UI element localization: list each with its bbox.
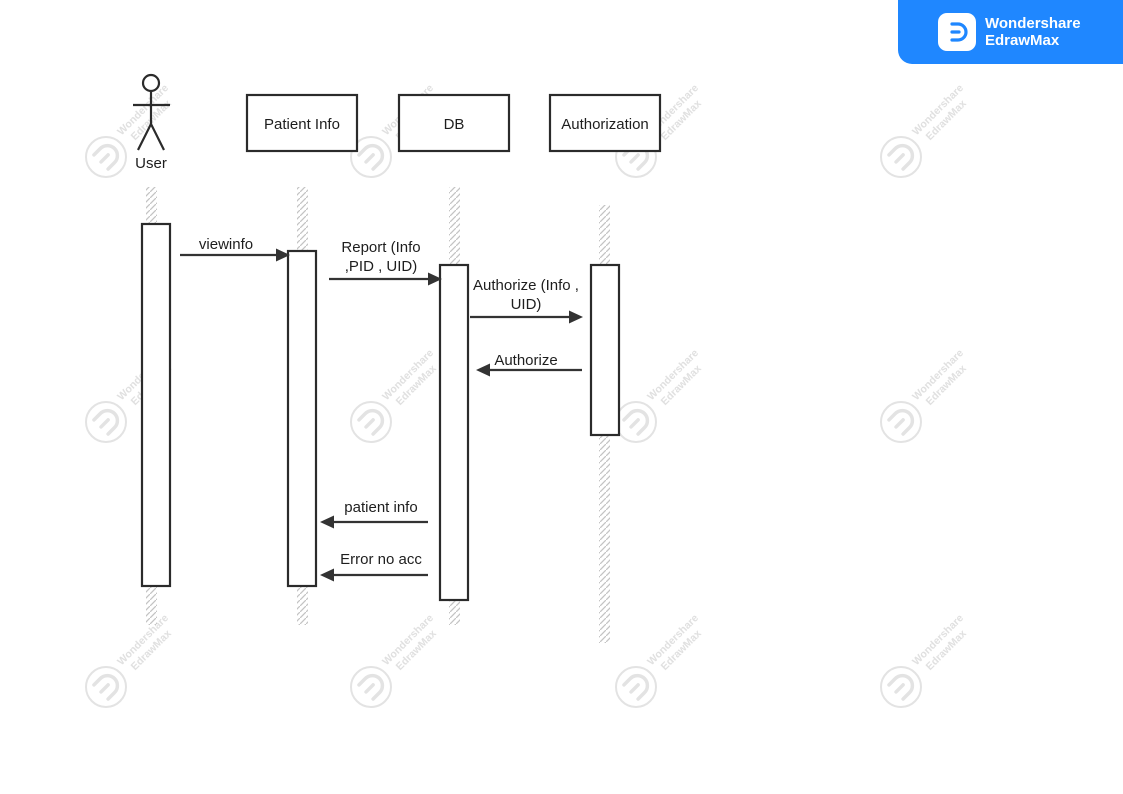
message-authorize-request[interactable]: Authorize (Info , UID) (470, 277, 583, 324)
message-report[interactable]: Report (Info ,PID , UID) (329, 239, 442, 286)
watermark-logo-icon (75, 126, 137, 188)
activation-user[interactable] (140, 222, 172, 588)
edrawmax-logo-icon (938, 13, 976, 51)
brand-name: Wondershare EdrawMax (985, 15, 1081, 49)
watermark-logo-icon (870, 126, 932, 188)
arrow-left-icon (320, 568, 334, 582)
message-label: patient info (344, 499, 417, 516)
message-label: Authorize (494, 352, 557, 369)
participant-label: DB (444, 116, 465, 133)
message-label: Authorize (Info , (473, 277, 579, 294)
participant-db[interactable]: DB (397, 93, 511, 153)
watermark-logo-icon (75, 391, 137, 453)
message-label: viewinfo (199, 236, 253, 253)
brand-line-1: Wondershare (985, 15, 1081, 32)
message-label: UID) (511, 296, 542, 313)
arrow-right-icon (276, 248, 290, 262)
message-label: ,PID , UID) (345, 258, 418, 275)
message-viewinfo[interactable]: viewinfo (180, 236, 290, 262)
actor-label: User (135, 155, 167, 172)
watermark-logo-icon (340, 656, 402, 718)
participant-authorization[interactable]: Authorization (548, 93, 662, 153)
participant-label: Authorization (561, 116, 649, 133)
activation-patient-info[interactable] (286, 249, 318, 588)
arrow-right-icon (428, 272, 442, 286)
watermark-logo-icon (340, 391, 402, 453)
activation-authorization[interactable] (589, 263, 621, 437)
brand-badge[interactable]: Wondershare EdrawMax (898, 0, 1123, 64)
watermark-logo-icon (870, 391, 932, 453)
message-error-no-acc[interactable]: Error no acc (320, 551, 428, 582)
actor-user[interactable]: User (133, 73, 170, 172)
watermark-logo-icon (605, 656, 667, 718)
participant-label: Patient Info (264, 116, 340, 133)
watermark-logo-icon (870, 656, 932, 718)
message-label: Error no acc (340, 551, 422, 568)
message-label: Report (Info (341, 239, 420, 256)
brand-line-2: EdrawMax (985, 32, 1060, 49)
activation-db[interactable] (438, 263, 470, 602)
message-patient-info[interactable]: patient info (320, 499, 428, 529)
arrow-left-icon (476, 363, 490, 377)
stick-figure-icon (133, 73, 170, 151)
message-authorize-reply[interactable]: Authorize (476, 352, 582, 377)
watermark-logo-icon (75, 656, 137, 718)
arrow-left-icon (320, 515, 334, 529)
participant-patient-info[interactable]: Patient Info (245, 93, 359, 153)
arrow-right-icon (569, 310, 583, 324)
activations (140, 222, 621, 602)
